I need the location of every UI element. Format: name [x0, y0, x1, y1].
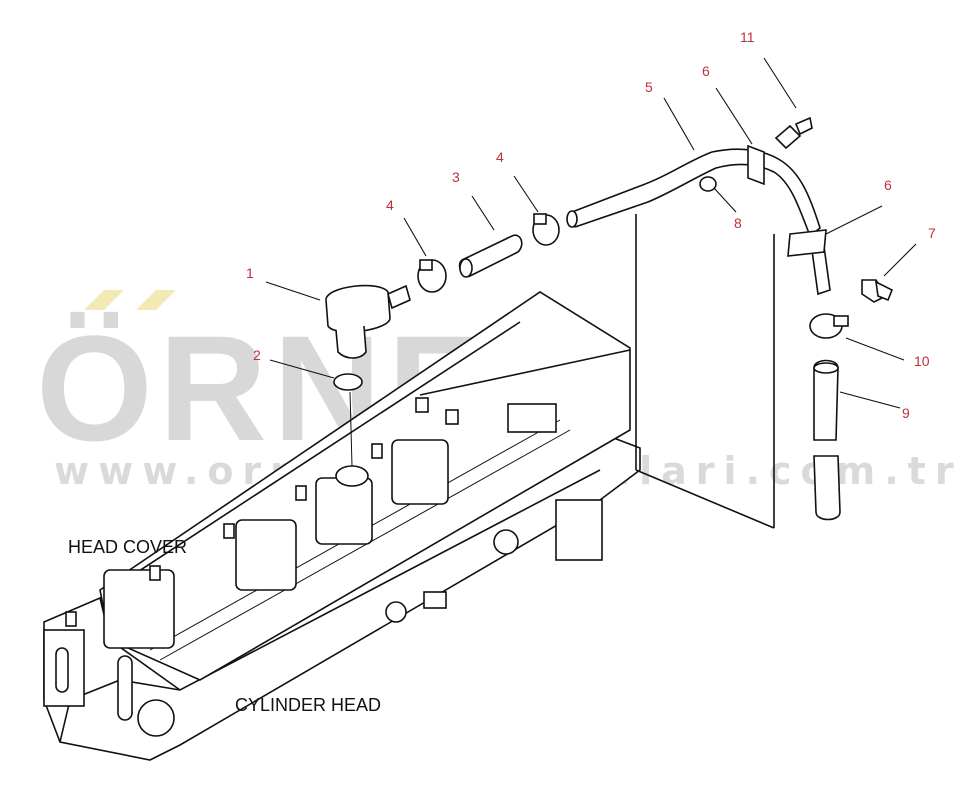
part-8-washer	[699, 176, 717, 192]
leader-2	[269, 359, 335, 379]
part-3-hose	[458, 234, 523, 278]
breather-neck	[335, 325, 367, 359]
head-cover-gasket-line-2	[159, 429, 571, 661]
breather-nipple	[387, 284, 411, 310]
callout-4a: 4	[386, 197, 394, 213]
panel-bottom-edge	[635, 469, 775, 529]
part-2-o-ring	[333, 373, 363, 391]
clamp-a-screw	[419, 259, 433, 271]
leader-1	[265, 281, 321, 301]
bolt-7-shank	[874, 280, 894, 302]
label-head-cover: HEAD COVER	[68, 537, 187, 557]
head-cover-step	[419, 349, 631, 396]
stud-3	[295, 485, 307, 501]
stud-4	[371, 443, 383, 459]
part-4b-clamp	[532, 213, 560, 246]
tube-body	[567, 148, 821, 238]
clamp-10-screw	[833, 315, 849, 327]
leader-4b	[513, 175, 539, 213]
callout-5: 5	[645, 79, 653, 95]
leader-6a	[715, 87, 753, 145]
part-4a-clamp	[417, 259, 447, 293]
head-cover-lobe-2	[235, 519, 297, 591]
leader-11	[763, 57, 797, 109]
side-port	[493, 529, 519, 555]
hose-long-lower	[813, 455, 841, 521]
part-9-hose	[813, 359, 841, 521]
callout-4b: 4	[496, 149, 504, 165]
leader-6b	[825, 205, 883, 235]
side-block	[555, 499, 603, 561]
callout-7: 7	[928, 225, 936, 241]
side-lug	[423, 591, 447, 609]
leader-3	[471, 195, 495, 231]
part-7-bolt	[861, 279, 894, 303]
bolt-11-shank	[794, 116, 813, 136]
hose-short-end	[459, 258, 473, 278]
stud-5	[415, 397, 429, 413]
callout-2: 2	[253, 347, 261, 363]
part-11-bolt	[774, 116, 813, 150]
leader-7	[883, 243, 917, 277]
callouts: 1 2 3 4 4 5 6 6 7 8 9 10 11	[246, 29, 936, 421]
breather-port	[335, 465, 369, 487]
leader-8	[713, 187, 737, 213]
breather-body	[325, 284, 391, 333]
bolt-11-head	[774, 124, 802, 150]
leader-10	[845, 337, 905, 361]
cylinder-head-front	[59, 679, 181, 743]
leader-lines	[265, 57, 917, 409]
callout-1: 1	[246, 265, 254, 281]
watermark-accent-left	[84, 290, 124, 310]
hose-long-top	[813, 362, 839, 374]
part-6a-bracket	[747, 144, 765, 186]
part-1-breather	[325, 284, 411, 359]
part-5-tube	[566, 148, 831, 296]
o-ring-guide-line	[349, 391, 353, 467]
leader-9	[839, 391, 901, 409]
head-cover-lobe-1	[103, 569, 175, 649]
watermark-accent-right	[136, 290, 176, 310]
head-cover-studs	[65, 397, 459, 627]
leader-5	[663, 97, 695, 151]
stud-1	[149, 565, 161, 581]
front-port	[137, 699, 175, 737]
side-port-2	[385, 601, 407, 623]
stud-6	[445, 409, 459, 425]
stud-7	[65, 611, 77, 627]
clamp-b-screw	[533, 213, 547, 225]
front-slot-2	[117, 655, 133, 721]
callout-11: 11	[740, 29, 755, 45]
engine-head-assembly	[43, 291, 641, 761]
callout-8: 8	[734, 215, 742, 231]
bracket-block	[507, 403, 557, 433]
backing-panel	[635, 214, 775, 529]
callout-9: 9	[902, 405, 910, 421]
front-slot-1	[55, 647, 69, 693]
part-6b-bracket	[787, 229, 827, 257]
callout-10: 10	[914, 353, 930, 369]
head-cover-lobe-4	[391, 439, 449, 505]
leader-4a	[403, 217, 427, 257]
callout-3: 3	[452, 169, 460, 185]
callout-6a: 6	[702, 63, 710, 79]
head-cover-lobe-3	[315, 477, 373, 545]
tube-end	[566, 210, 578, 228]
part-10-clamp	[809, 313, 849, 339]
label-cylinder-head: CYLINDER HEAD	[235, 695, 381, 715]
hose-long-upper	[813, 359, 839, 441]
callout-6b: 6	[884, 177, 892, 193]
stud-2	[223, 523, 235, 539]
